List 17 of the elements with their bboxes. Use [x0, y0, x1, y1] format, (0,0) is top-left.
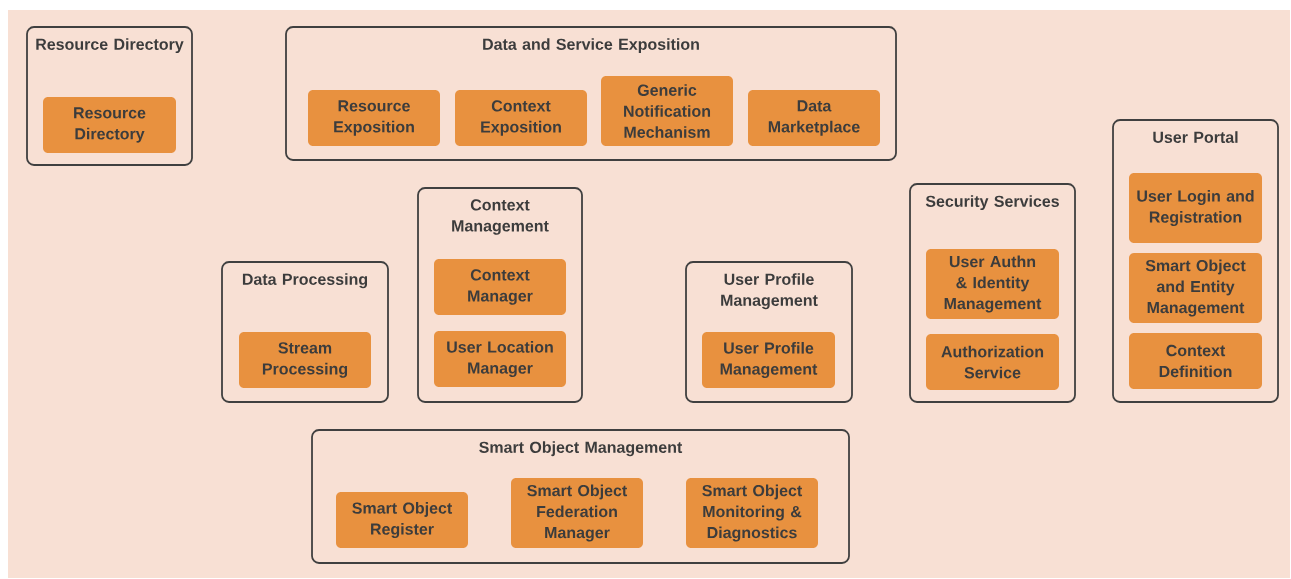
component-box: User Profile Management [702, 332, 835, 388]
component-box: User Location Manager [434, 331, 566, 387]
component-box: User Authn & Identity Management [926, 249, 1059, 319]
component-box: Smart Object Register [336, 492, 468, 548]
component-box: Smart Object Federation Manager [511, 478, 643, 548]
component-box: Smart Object and Entity Management [1129, 253, 1262, 323]
component-box: Stream Processing [239, 332, 371, 388]
component-box: Resource Exposition [308, 90, 440, 146]
component-box: Generic Notification Mechanism [601, 76, 733, 146]
component-box: Data Marketplace [748, 90, 880, 146]
component-box: Authorization Service [926, 334, 1059, 390]
component-box: Context Definition [1129, 333, 1262, 389]
component-box: Resource Directory [43, 97, 176, 153]
component-box: Context Manager [434, 259, 566, 315]
component-box: Context Exposition [455, 90, 587, 146]
component-box: User Login and Registration [1129, 173, 1262, 243]
component-box: Smart Object Monitoring & Diagnostics [686, 478, 818, 548]
